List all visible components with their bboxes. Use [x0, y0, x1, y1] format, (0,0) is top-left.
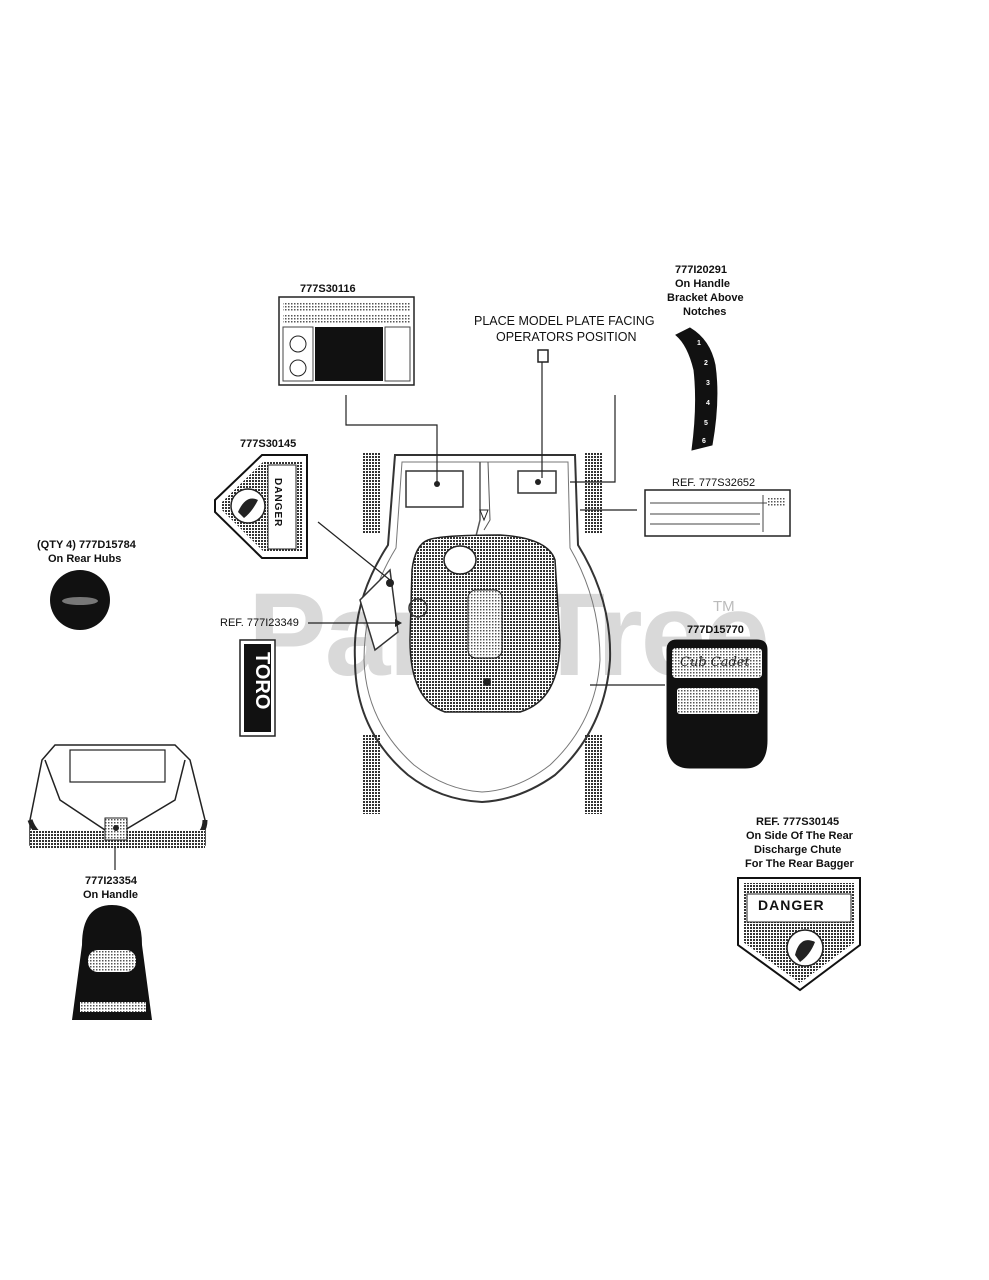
decal-777D15770: [666, 639, 768, 769]
front-right-wheel: [584, 453, 602, 533]
label-rear-line1: On Side Of The Rear: [746, 830, 853, 842]
mower-body: [353, 453, 612, 814]
label-rear-ref: REF. 777S30145: [756, 816, 840, 828]
label-model-plate-line2: OPERATORS POSITION: [496, 330, 637, 344]
decal-rear-777S30145: [737, 877, 861, 992]
rear-right-wheel: [584, 734, 602, 814]
model-plate-square: [537, 349, 549, 363]
label-hubs-line2: On Rear Hubs: [48, 553, 122, 565]
label-777D15770: 777D15770: [687, 624, 744, 636]
label-ref-777I23349: REF. 777I23349: [220, 617, 299, 629]
deck-outline: [353, 454, 612, 804]
deck-label-box-left: [405, 470, 464, 508]
label-rear-line2: Discharge Chute: [754, 844, 842, 856]
label-rear-line3: For The Rear Bagger: [745, 858, 854, 870]
notch-2: 2: [704, 360, 708, 367]
notch-4: 4: [706, 400, 710, 407]
label-777S30116: 777S30116: [300, 283, 356, 295]
label-777I20291-line2: Bracket Above: [667, 292, 744, 304]
deck-inner-outline: [363, 461, 601, 793]
cub-cadet-brand-text: Cub Cadet: [680, 655, 750, 670]
rear-danger-text: DANGER: [758, 897, 825, 913]
handle-assembly: [27, 744, 208, 848]
label-handle-part: 777I23354: [85, 875, 137, 887]
decal-777I23354: [72, 905, 152, 1020]
notch-1: 1: [697, 340, 701, 347]
left-danger-text: DANGER: [272, 478, 283, 528]
label-777I20291-line1: On Handle: [675, 278, 731, 290]
label-handle-line: On Handle: [83, 889, 139, 901]
notch-6: 6: [702, 438, 706, 445]
leader-lines: [114, 360, 665, 870]
decal-777I20291: [675, 327, 718, 451]
front-left-wheel: [362, 453, 380, 533]
label-777I20291-part: 777I20291: [675, 264, 727, 276]
decal-777S32652: [644, 489, 791, 537]
label-777I20291-line3: Notches: [683, 306, 727, 318]
vertical-brand-text: TORO: [251, 652, 273, 710]
notch-3: 3: [706, 380, 710, 387]
notch-5: 5: [704, 420, 708, 427]
decal-777I23349: [239, 639, 276, 737]
rear-left-wheel: [362, 734, 380, 814]
label-model-plate-line1: PLACE MODEL PLATE FACING: [474, 314, 655, 328]
decal-777S30116: [278, 296, 415, 386]
decal-777S30145: [214, 454, 308, 559]
label-777S30145: 777S30145: [240, 438, 297, 450]
label-ref-777S32652: REF. 777S32652: [672, 477, 756, 489]
label-hubs-line1: (QTY 4) 777D15784: [37, 539, 136, 551]
watermark-tm: TM: [713, 598, 735, 615]
